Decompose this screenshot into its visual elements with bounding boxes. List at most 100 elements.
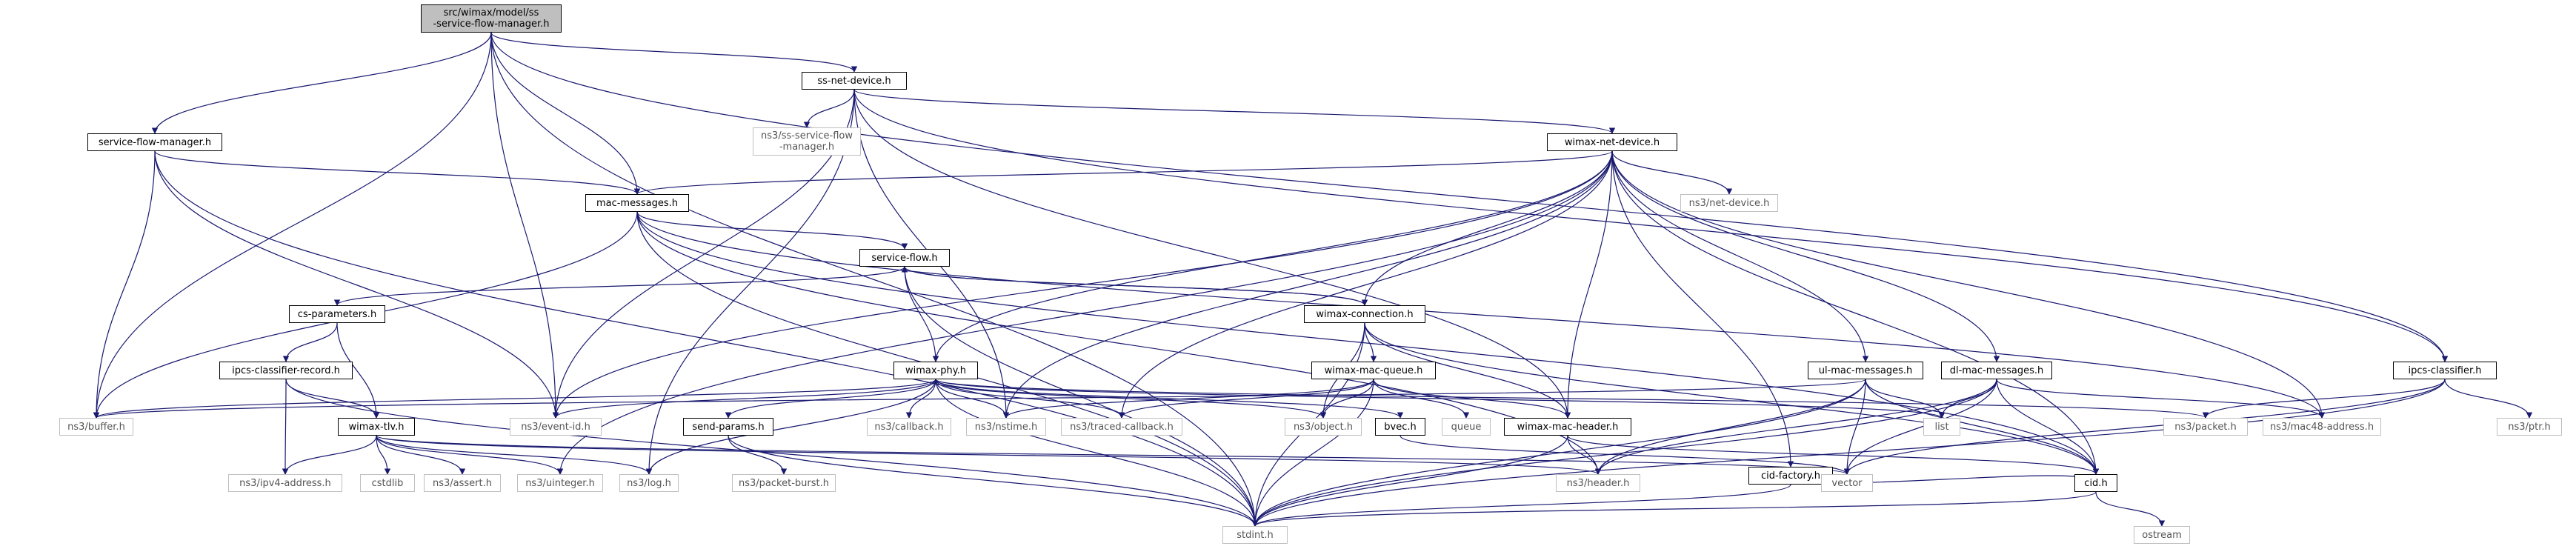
node-dl-mac-messages[interactable]: dl-mac-messages.h xyxy=(1941,362,2052,379)
edge-bvec-to-vector xyxy=(1400,435,1851,475)
edge-ss-net-device-to-ipcs-classifier xyxy=(853,89,2449,362)
edge-service-flow-to-cs-parameters xyxy=(333,266,905,306)
node-service-flow-manager[interactable]: service-flow-manager.h xyxy=(87,133,222,151)
edge-wimax-tlv-to-ns3-uinteger xyxy=(376,435,564,475)
edge-root-to-ipcs-classifier xyxy=(490,32,2449,362)
node-ns3-ipv4-address: ns3/ipv4-address.h xyxy=(228,474,342,492)
edge-ipcs-classifier-to-stdint xyxy=(1251,379,2446,527)
edge-send-params-to-stdint xyxy=(728,435,1259,527)
node-send-params[interactable]: send-params.h xyxy=(683,418,773,436)
edge-ipcs-classifier-to-ns3-ptr xyxy=(2444,379,2533,419)
node-ns3-object: ns3/object.h xyxy=(1285,418,1362,436)
edge-dl-mac-messages-to-list xyxy=(1938,379,1997,419)
edge-send-params-to-ns3-packet-burst xyxy=(728,435,788,475)
edge-wimax-connection-to-wimax-mac-header xyxy=(1364,322,1571,419)
node-wimax-mac-queue[interactable]: wimax-mac-queue.h xyxy=(1311,362,1436,379)
edge-wimax-connection-to-cid xyxy=(1364,322,2100,475)
edge-root-to-mac-messages xyxy=(490,32,641,195)
node-ipcs-classifier-record[interactable]: ipcs-classifier-record.h xyxy=(219,362,353,379)
edge-wimax-phy-to-send-params xyxy=(725,379,936,419)
edge-ul-mac-messages-to-ns3-buffer xyxy=(93,379,1866,419)
edge-wimax-phy-to-ns3-object xyxy=(935,379,1327,419)
node-ns3-nstime: ns3/nstime.h xyxy=(966,418,1046,436)
edge-wimax-phy-to-ns3-event-id xyxy=(552,379,936,419)
node-ns3-log: ns3/log.h xyxy=(619,474,679,492)
node-ns3-traced-callback: ns3/traced-callback.h xyxy=(1061,418,1182,436)
edge-wimax-mac-queue-to-queue xyxy=(1373,379,1470,419)
edge-wimax-net-device-to-dl-mac-messages xyxy=(1611,150,2000,362)
node-wimax-connection[interactable]: wimax-connection.h xyxy=(1304,305,1425,323)
node-vector: vector xyxy=(1821,474,1873,492)
edge-root-to-ns3-event-id xyxy=(490,32,559,419)
edge-wimax-net-device-to-wimax-mac-header xyxy=(1564,150,1613,419)
edge-wimax-phy-to-bvec xyxy=(935,379,1404,419)
edge-wimax-net-device-to-ns3-mac48-address xyxy=(1611,150,2326,419)
edge-cid-to-stdint xyxy=(1252,491,2097,527)
node-cid[interactable]: cid.h xyxy=(2074,474,2117,492)
edge-wimax-mac-header-to-cid xyxy=(1567,435,2100,475)
edge-wimax-net-device-to-cid xyxy=(1611,150,2100,475)
edge-wimax-phy-to-ns3-buffer xyxy=(93,379,936,419)
edge-wimax-net-device-to-ns3-traced-callback xyxy=(1118,150,1613,419)
edge-mac-messages-to-service-flow xyxy=(636,211,908,250)
node-ss-net-device[interactable]: ss-net-device.h xyxy=(802,72,907,90)
edge-wimax-mac-queue-to-stdint xyxy=(1251,379,1374,527)
node-bvec[interactable]: bvec.h xyxy=(1375,418,1425,436)
edge-root-to-service-flow-manager xyxy=(151,32,492,134)
node-cs-parameters[interactable]: cs-parameters.h xyxy=(289,305,385,323)
edge-dl-mac-messages-to-ns3-mac48-address xyxy=(1996,379,2326,419)
edge-wimax-net-device-to-ns3-uinteger xyxy=(556,150,1613,475)
node-service-flow[interactable]: service-flow.h xyxy=(859,249,950,267)
edge-ss-net-device-to-ss-service-flow-manager-ext xyxy=(803,89,855,128)
edge-ss-net-device-to-wimax-net-device xyxy=(853,89,1615,134)
node-cid-factory[interactable]: cid-factory.h xyxy=(1748,467,1833,485)
node-list: list xyxy=(1923,418,1960,436)
edge-cid-factory-to-stdint xyxy=(1251,484,1791,527)
node-ns3-ptr: ns3/ptr.h xyxy=(2497,418,2562,436)
node-wimax-phy[interactable]: wimax-phy.h xyxy=(893,362,978,379)
node-wimax-tlv[interactable]: wimax-tlv.h xyxy=(338,418,415,436)
edge-wimax-tlv-to-vector xyxy=(376,435,1850,475)
node-ostream: ostream xyxy=(2134,526,2190,544)
node-root-ss-service-flow-manager[interactable]: src/wimax/model/ss -service-flow-manager… xyxy=(421,4,562,33)
edge-root-to-stdint xyxy=(490,32,1259,527)
node-wimax-net-device[interactable]: wimax-net-device.h xyxy=(1547,133,1677,151)
edge-ipcs-classifier-record-to-stdint xyxy=(285,379,1259,527)
node-mac-messages[interactable]: mac-messages.h xyxy=(585,194,689,212)
edge-wimax-tlv-to-ns3-assert xyxy=(376,435,466,475)
edge-cs-parameters-to-wimax-tlv xyxy=(336,322,380,419)
node-ns3-packet: ns3/packet.h xyxy=(2163,418,2248,436)
edge-service-flow-manager-to-ns3-buffer xyxy=(93,150,156,419)
edge-wimax-tlv-to-ns3-log xyxy=(376,435,653,475)
edge-mac-messages-to-ns3-mac48-address xyxy=(636,211,2326,419)
edge-service-flow-manager-to-ns3-event-id xyxy=(154,150,559,419)
edge-ipcs-classifier-to-vector xyxy=(1843,379,2446,475)
edge-wimax-mac-header-to-ns3-header xyxy=(1567,435,1602,475)
edge-wimax-tlv-to-ns3-header xyxy=(376,435,1601,475)
node-wimax-mac-header[interactable]: wimax-mac-header.h xyxy=(1504,418,1631,436)
edge-wimax-phy-to-ns3-log xyxy=(645,379,936,475)
node-ns3-net-device: ns3/net-device.h xyxy=(1680,194,1778,212)
edge-ipcs-classifier-record-to-ns3-ipv4-address xyxy=(282,379,289,475)
edge-dl-mac-messages-to-stdint xyxy=(1251,379,1997,527)
edge-wimax-net-device-to-wimax-connection xyxy=(1361,150,1613,306)
node-queue: queue xyxy=(1442,418,1491,436)
node-ns3-ss-service-flow-manager: ns3/ss-service-flow -manager.h xyxy=(753,127,861,156)
node-ns3-assert: ns3/assert.h xyxy=(424,474,501,492)
edge-wimax-net-device-to-mac-messages xyxy=(634,150,1613,195)
edge-wimax-mac-queue-to-ns3-nstime xyxy=(1002,379,1374,419)
edge-wimax-phy-to-stdint xyxy=(935,379,1259,527)
edge-wimax-net-device-to-wimax-phy xyxy=(932,150,1613,362)
edge-ul-mac-messages-to-list xyxy=(1865,379,1946,419)
edge-ul-mac-messages-to-cid xyxy=(1865,379,2100,475)
edge-wimax-mac-header-to-stdint xyxy=(1251,435,1568,527)
node-ns3-callback: ns3/callback.h xyxy=(867,418,951,436)
edge-mac-messages-to-cid xyxy=(636,211,2100,475)
node-ul-mac-messages[interactable]: ul-mac-messages.h xyxy=(1808,362,1923,379)
node-ipcs-classifier[interactable]: ipcs-classifier.h xyxy=(2393,362,2497,379)
node-ns3-event-id: ns3/event-id.h xyxy=(510,418,602,436)
edge-cs-parameters-to-ipcs-classifier-record xyxy=(282,322,338,362)
edge-wimax-phy-to-list xyxy=(935,379,1945,419)
edge-wimax-mac-queue-to-ns3-traced-callback xyxy=(1118,379,1374,419)
